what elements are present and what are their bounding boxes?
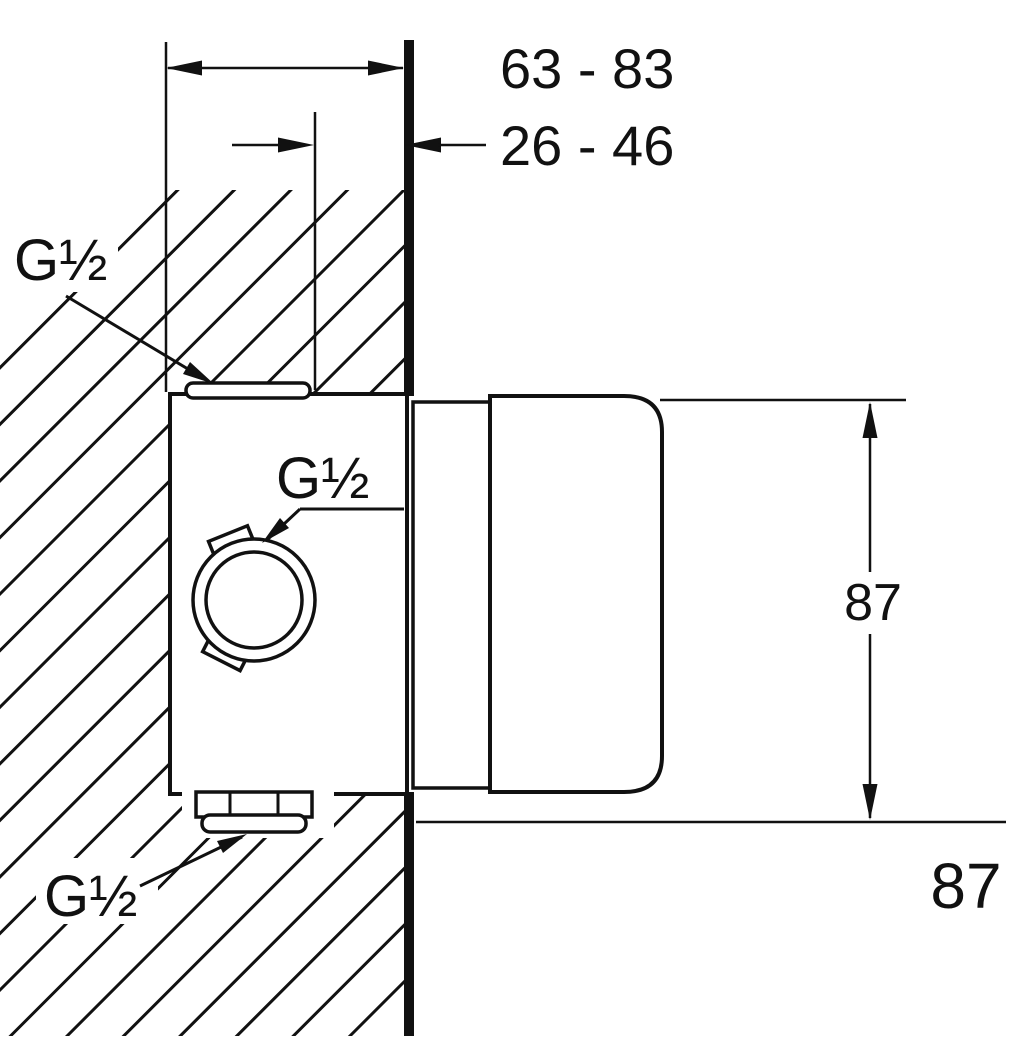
thread-label-top-arrowhead [183,362,214,384]
thread-label-top-bg [6,224,118,292]
thread-label-middle: G½ [262,446,404,543]
side-port-outer-circle [191,537,317,663]
thread-label-bottom-bg [36,858,158,924]
side-port-inner-circle [204,550,304,650]
arrowhead-up [862,402,878,438]
wall-face-line-lower [404,792,414,1036]
arrowhead-down [862,784,878,820]
thread-label-middle-arrowhead [262,518,289,543]
height-label: 87 [844,574,902,632]
thread-label-top-leader [65,294,209,383]
depth-total-label: 63 - 83 [500,37,674,100]
trim-cap [488,394,664,794]
arrowhead-right [368,60,404,76]
thread-label-top-text: G½ [14,228,108,293]
thread-label-middle-text: G½ [276,446,370,511]
thread-label-bottom-text: G½ [44,864,138,929]
thread-label-bottom-arrowhead [217,834,247,853]
valve-assembly [168,381,664,838]
bottom-fitting-cap [200,813,308,834]
dimension-depth-front: 26 - 46 [232,112,674,390]
depth-front-label: 26 - 46 [500,114,674,177]
top-outlet-flange [184,381,312,400]
overall-height-label: 87 [930,850,1001,922]
arrowhead-left-pointing [405,137,441,153]
bottom-fitting-nut [194,790,314,819]
thread-label-top: G½ [6,224,214,384]
thread-label-bottom: G½ [36,834,247,929]
dimension-depth-total: 63 - 83 [164,37,674,392]
wall-face-line-upper [404,40,414,396]
arrowhead-right-pointing [278,137,314,153]
arrowhead-left [166,60,202,76]
dimension-height: 87 [416,398,1006,824]
through-wall-piece [411,400,492,790]
